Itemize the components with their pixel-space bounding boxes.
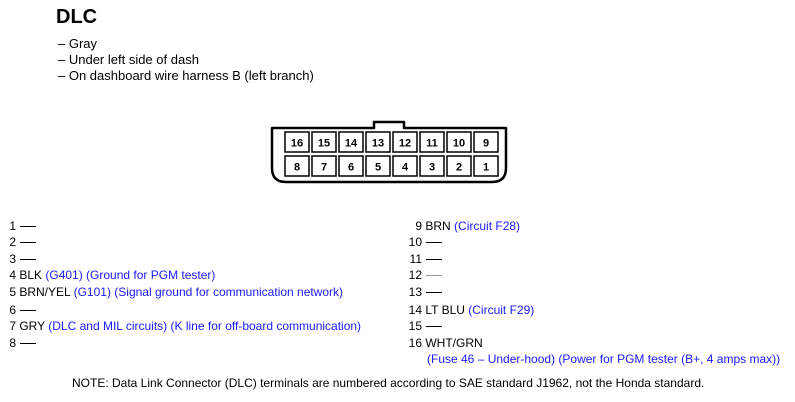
pin-row-11: 11 (400, 251, 442, 267)
pin-number: 5 (9, 285, 16, 299)
pin-cell-label: 3 (429, 162, 435, 174)
pin-number: 1 (9, 219, 16, 233)
pin-row-8: 8 (0, 335, 36, 351)
pin-row-7: 7 GRY (DLC and MIL circuits) (K line for… (0, 318, 361, 334)
connector-notes: – Gray – Under left side of dash – On da… (58, 36, 314, 84)
pin-cell (473, 155, 499, 177)
pin-cell (365, 155, 391, 177)
pin-number: 11 (409, 252, 422, 266)
dlc-connector-diagram: 16 15 14 13 12 11 10 9 8 7 6 5 4 3 2 1 (270, 120, 508, 184)
pin-row-15: 15 (400, 318, 442, 334)
wire-color: BRN/YEL (19, 285, 71, 299)
pin-cell-label: 1 (483, 162, 489, 174)
footnote: NOTE: Data Link Connector (DLC) terminal… (72, 376, 705, 390)
unused-pin-dash (20, 310, 36, 312)
pin-row-10: 10 (400, 234, 442, 250)
pin-cell-label: 5 (375, 162, 381, 174)
unused-pin-dash (20, 259, 36, 261)
circuit-description: (G101) (Signal ground for communication … (73, 285, 344, 299)
unused-pin-dash (426, 326, 442, 328)
wire-color: WHT/GRN (425, 336, 483, 350)
pin-cell (311, 131, 337, 153)
unused-pin-dash (426, 275, 442, 277)
wire-color: LT BLU (425, 303, 465, 317)
pin-number: 8 (9, 336, 16, 350)
pin-number: 15 (408, 319, 422, 333)
unused-pin-dash (20, 242, 36, 244)
pin-cell (311, 155, 337, 177)
pin-row-5: 5 BRN/YEL (G101) (Signal ground for comm… (0, 284, 343, 300)
note-location: – Under left side of dash (58, 52, 199, 67)
note-harness: – On dashboard wire harness B (left bran… (58, 68, 314, 83)
pin-number: 10 (408, 235, 422, 249)
pin-row-14: 14 LT BLU (Circuit F29) (400, 302, 535, 318)
pin-number: 9 (415, 219, 422, 233)
pin-cell-label: 8 (294, 162, 300, 174)
pin-cell (446, 131, 472, 153)
pin-cell (392, 131, 418, 153)
pin-cell (338, 155, 364, 177)
unused-pin-dash (426, 292, 442, 294)
pin-cell-label: 16 (291, 138, 303, 150)
pin-row-12: 12 (400, 267, 442, 283)
pin-number: 14 (408, 303, 422, 317)
pin-cell-label: 4 (402, 162, 409, 174)
pin-number: 13 (408, 285, 422, 299)
unused-pin-dash (20, 226, 36, 228)
pin-cell-label: 12 (399, 138, 411, 150)
note-color: – Gray (58, 36, 98, 51)
pin-cell (419, 131, 445, 153)
pin-cell-label: 9 (483, 138, 489, 150)
pin-cell-label: 13 (372, 138, 384, 150)
unused-pin-dash (20, 343, 36, 345)
circuit-description: (Fuse 46 – Under-hood) (Power for PGM te… (427, 352, 781, 366)
wire-color: BRN (425, 219, 451, 233)
pin-cell (446, 155, 472, 177)
pin-cell-label: 14 (345, 138, 358, 150)
pin-number: 3 (9, 252, 16, 266)
pin-row-9: 9 BRN (Circuit F28) (400, 218, 520, 234)
circuit-description: (Circuit F29) (468, 303, 535, 317)
pin-cell-label: 7 (321, 162, 327, 174)
pin-row-4: 4 BLK (G401) (Ground for PGM tester) (0, 267, 215, 283)
pin-cell (284, 155, 310, 177)
pin-cell (365, 131, 391, 153)
pin-number: 16 (408, 336, 422, 350)
pin-cell-label: 15 (318, 138, 330, 150)
pin-row-16: 16 WHT/GRN (Fuse 46 – Under-hood) (Power… (400, 335, 780, 366)
unused-pin-dash (426, 259, 442, 261)
circuit-description: (DLC and MIL circuits) (K line for off-b… (48, 319, 362, 333)
pin-cell (284, 131, 310, 153)
unused-pin-dash (426, 242, 442, 244)
circuit-description: (G401) (Ground for PGM tester) (45, 268, 216, 282)
pin-cell (473, 131, 499, 153)
pin-number: 6 (9, 303, 16, 317)
pin-number: 4 (9, 268, 16, 282)
pin-cell (392, 155, 418, 177)
pin-cell (338, 131, 364, 153)
circuit-description: (Circuit F28) (454, 219, 521, 233)
pin-cell-label: 2 (456, 162, 462, 174)
wire-color: BLK (19, 268, 43, 282)
pin-number: 7 (9, 319, 16, 333)
pin-number: 12 (408, 268, 422, 282)
pin-row-13: 13 (400, 284, 442, 300)
diagram-title: DLC (56, 6, 98, 28)
pin-row-2: 2 (0, 234, 36, 250)
pin-cell-label: 10 (453, 138, 465, 150)
pin-row-3: 3 (0, 251, 36, 267)
pin-row-6: 6 (0, 302, 36, 318)
pin-number: 2 (9, 235, 16, 249)
pin-cell (419, 155, 445, 177)
pin-cell-label: 6 (348, 162, 354, 174)
pin-cell-label: 11 (426, 138, 438, 150)
wire-color: GRY (19, 319, 45, 333)
pin-row-1: 1 (0, 218, 36, 234)
